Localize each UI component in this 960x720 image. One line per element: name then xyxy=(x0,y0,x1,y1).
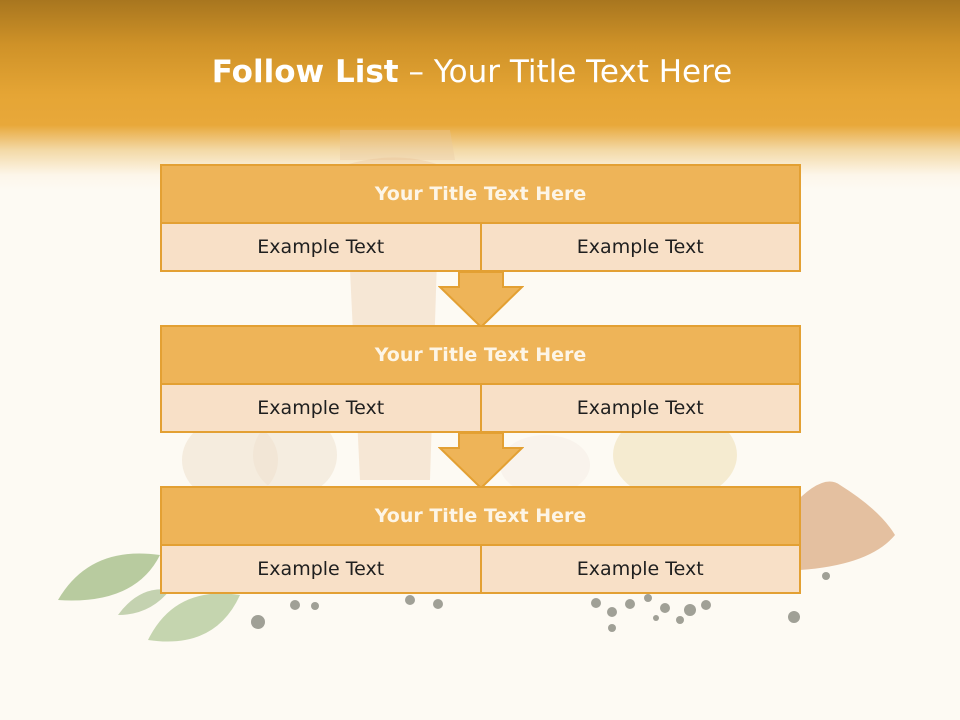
step-cell-left: Example Text xyxy=(162,385,480,431)
step-cell-right: Example Text xyxy=(479,546,799,592)
step-cell-right: Example Text xyxy=(479,385,799,431)
step-row: Example Text Example Text xyxy=(162,224,799,270)
slide-title-bold: Follow List xyxy=(211,54,399,90)
down-arrow-icon xyxy=(438,432,524,490)
down-arrow-icon xyxy=(438,271,524,329)
step-title: Your Title Text Here xyxy=(162,488,799,546)
step-row: Example Text Example Text xyxy=(162,385,799,431)
header-band xyxy=(0,0,960,190)
step-title: Your Title Text Here xyxy=(162,166,799,224)
step-box-2: Your Title Text Here Example Text Exampl… xyxy=(160,325,801,433)
slide-title: Follow List – Your Title Text Here xyxy=(0,54,944,90)
step-title: Your Title Text Here xyxy=(162,327,799,385)
step-box-1: Your Title Text Here Example Text Exampl… xyxy=(160,164,801,272)
slide-title-rest: – Your Title Text Here xyxy=(408,54,733,90)
step-row: Example Text Example Text xyxy=(162,546,799,592)
step-box-3: Your Title Text Here Example Text Exampl… xyxy=(160,486,801,594)
step-cell-left: Example Text xyxy=(162,546,480,592)
step-cell-right: Example Text xyxy=(479,224,799,270)
step-cell-left: Example Text xyxy=(162,224,480,270)
